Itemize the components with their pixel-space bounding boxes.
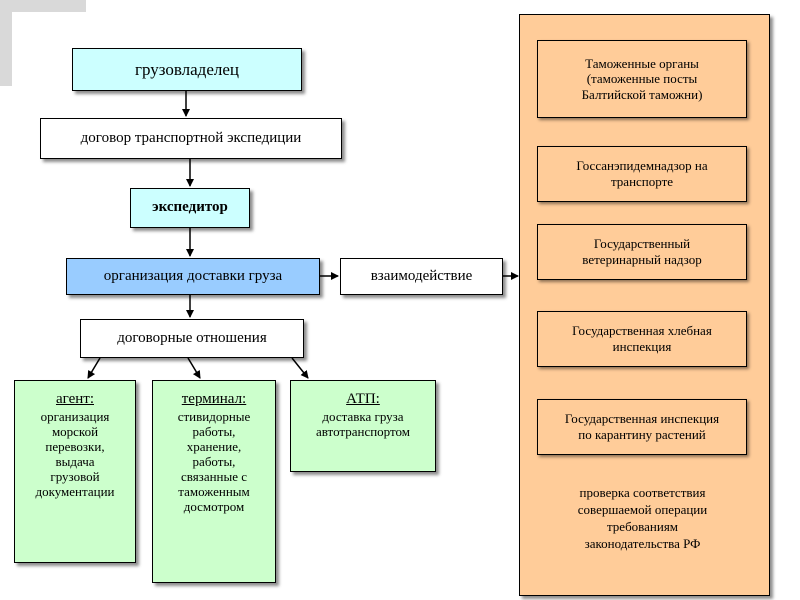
compliance-note: проверка соответствия совершаемой операц… [540, 485, 745, 553]
arrow-relations-to-atp [291, 357, 309, 379]
decorative-corner-vertical [0, 0, 12, 86]
agent-line: морской [51, 424, 99, 440]
decorative-corner-horizontal [0, 0, 86, 12]
forwarder-label: экспедитор [152, 199, 228, 216]
agency-line: инспекция [612, 339, 672, 354]
agent-line: выдача [55, 454, 95, 470]
agent-box: агент: организация морской перевозки, вы… [14, 380, 136, 563]
agent-line: документации [35, 483, 115, 499]
agency-line: Государственный [593, 236, 691, 252]
atp-line: доставка груза [322, 409, 404, 425]
note-line: требованиям [606, 518, 679, 534]
agency-line: Таможенные органы [585, 55, 699, 71]
terminal-line: стивидорные [177, 409, 251, 425]
agency-line: Государственная хлебная [572, 323, 712, 339]
agency-line: по карантину растений [578, 427, 706, 442]
arrow-relations-to-terminal [187, 357, 201, 379]
owner-label: грузовладелец [134, 59, 240, 79]
atp-box: АТП: доставка груза автотранспортом [290, 380, 436, 472]
contract-label: договор транспортной экспедиции [80, 129, 302, 146]
terminal-box: терминал: стивидорные работы, хранение, … [152, 380, 276, 583]
forwarder-box: экспедитор [130, 188, 250, 228]
interaction-label: взаимодействие [370, 267, 473, 284]
agency-grain: Государственная хлебная инспекция [537, 311, 747, 367]
terminal-line: работы, [192, 424, 236, 440]
atp-title: АТП: [346, 391, 380, 407]
relations-label: договорные отношения [117, 329, 267, 346]
atp-line: автотранспортом [315, 424, 411, 440]
agency-line: Государственная инспекция [564, 411, 720, 427]
relations-box: договорные отношения [80, 319, 304, 358]
note-line: законодательства РФ [584, 535, 701, 551]
agent-line: перевозки, [45, 439, 105, 455]
arrow-relations-to-agent [87, 357, 101, 379]
agency-veterinary: Государственный ветеринарный надзор [537, 224, 747, 280]
terminal-line: работы, [192, 454, 236, 470]
terminal-line: досмотром [183, 498, 245, 514]
organization-label: организация доставки груза [103, 267, 283, 284]
agency-quarantine: Государственная инспекция по карантину р… [537, 399, 747, 455]
agent-line: организация [40, 409, 110, 425]
agent-line: грузовой [50, 469, 100, 484]
agency-customs: Таможенные органы (таможенные посты Балт… [537, 40, 747, 118]
agency-line: транспорте [610, 174, 674, 189]
agency-line: ветеринарный надзор [582, 252, 702, 267]
agency-sanepid: Госсанэпидемнадзор на транспорте [537, 146, 747, 202]
interaction-box: взаимодействие [340, 258, 503, 295]
owner-box: грузовладелец [72, 48, 302, 91]
note-line: проверка соответствия [579, 485, 706, 500]
terminal-line: хранение, [186, 439, 242, 455]
terminal-line: таможенным [178, 483, 250, 499]
note-line: совершаемой операции [577, 501, 708, 517]
organization-box: организация доставки груза [66, 258, 320, 295]
contract-box: договор транспортной экспедиции [40, 118, 342, 159]
terminal-line: связанные с [180, 469, 248, 484]
terminal-title: терминал: [181, 391, 247, 407]
agency-line: (таможенные посты [586, 71, 698, 87]
agency-line: Госсанэпидемнадзор на [576, 158, 708, 174]
agency-line: Балтийской таможни) [581, 86, 703, 102]
agent-title: агент: [55, 391, 94, 407]
